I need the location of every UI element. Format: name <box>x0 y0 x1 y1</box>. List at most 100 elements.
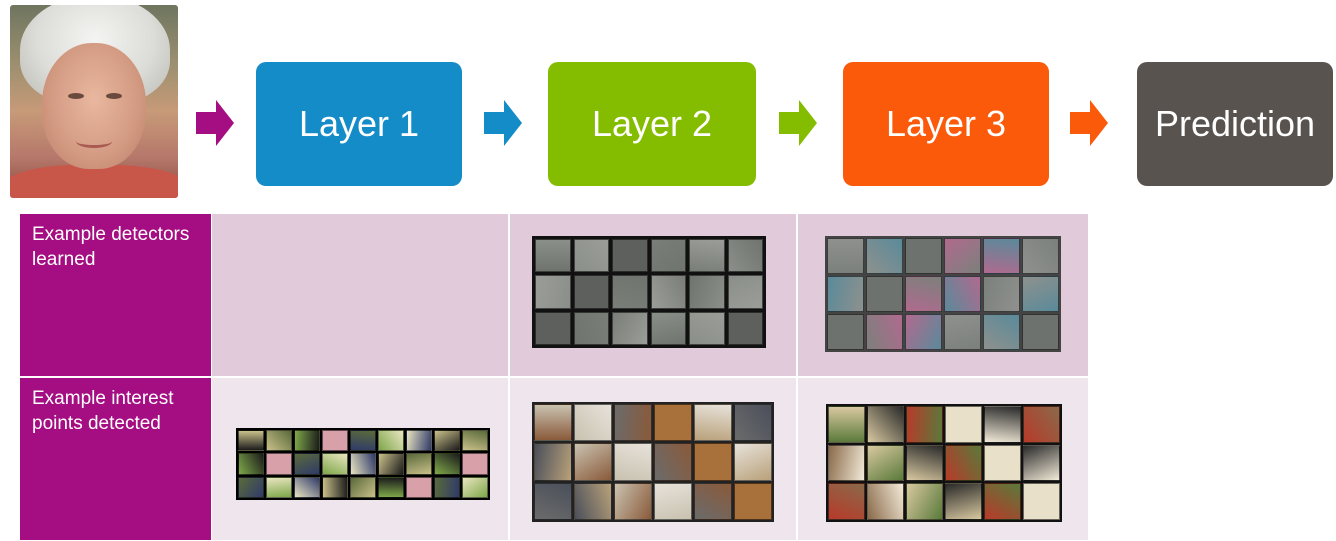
image-tile <box>905 314 942 350</box>
image-tile <box>906 483 943 520</box>
image-tile <box>867 406 904 443</box>
image-tile <box>694 404 732 442</box>
image-tile <box>727 275 763 309</box>
image-tile <box>654 482 692 520</box>
arrow-icon <box>484 100 522 146</box>
image-tile <box>462 476 488 498</box>
image-tile <box>294 430 320 452</box>
input-face-photo <box>10 5 178 198</box>
prediction-label: Prediction <box>1154 103 1316 144</box>
layer2-interest-patches-image <box>532 402 774 522</box>
image-tile <box>350 430 376 452</box>
image-tile <box>322 476 348 498</box>
image-tile <box>1022 314 1059 350</box>
layer-2-box: Layer 2 <box>548 62 756 186</box>
image-tile <box>1022 276 1059 312</box>
image-tile <box>612 311 648 345</box>
image-tile <box>944 238 981 274</box>
image-tile <box>238 476 264 498</box>
image-tile <box>734 482 772 520</box>
image-tile <box>614 404 652 442</box>
image-tile <box>828 483 865 520</box>
image-tile <box>406 476 432 498</box>
layer3-interest-patches-image <box>826 404 1062 522</box>
image-tile <box>734 404 772 442</box>
image-tile <box>322 453 348 475</box>
layer-3-box: Layer 3 <box>843 62 1049 186</box>
arrow-icon <box>779 100 817 146</box>
image-tile <box>867 444 904 482</box>
image-tile <box>906 406 943 443</box>
image-tile <box>573 311 609 345</box>
image-tile <box>945 444 982 482</box>
image-tile <box>654 404 692 442</box>
image-tile <box>574 482 612 520</box>
image-tile <box>294 453 320 475</box>
image-tile <box>434 453 460 475</box>
layer3-detector-filters-image <box>825 236 1061 352</box>
image-tile <box>984 483 1021 520</box>
image-tile <box>984 444 1021 482</box>
image-tile <box>535 275 571 309</box>
layer-3-label: Layer 3 <box>885 103 1007 144</box>
image-tile <box>689 275 725 309</box>
row-label-interest-points: Example interest points detected <box>20 378 211 540</box>
image-tile <box>734 443 772 481</box>
image-tile <box>827 238 864 274</box>
image-tile <box>689 311 725 345</box>
image-tile <box>906 444 943 482</box>
image-tile <box>378 430 404 452</box>
image-tile <box>945 406 982 443</box>
image-tile <box>866 238 903 274</box>
image-tile <box>945 483 982 520</box>
image-tile <box>612 275 648 309</box>
image-tile <box>378 476 404 498</box>
image-tile <box>406 453 432 475</box>
image-tile <box>827 276 864 312</box>
image-tile <box>614 482 652 520</box>
image-tile <box>238 453 264 475</box>
image-tile <box>406 430 432 452</box>
image-tile <box>867 483 904 520</box>
image-tile <box>378 453 404 475</box>
image-tile <box>266 430 292 452</box>
arrow-icon <box>196 100 234 146</box>
layer-1-label: Layer 1 <box>298 103 420 144</box>
image-tile <box>650 239 686 273</box>
image-tile <box>1023 406 1060 443</box>
layer-1-box: Layer 1 <box>256 62 462 186</box>
image-tile <box>350 453 376 475</box>
image-tile <box>689 239 725 273</box>
image-tile <box>322 430 348 452</box>
image-tile <box>612 239 648 273</box>
layer2-detector-filters-image <box>532 236 766 348</box>
image-tile <box>574 404 612 442</box>
image-tile <box>573 275 609 309</box>
image-tile <box>534 404 572 442</box>
image-tile <box>535 311 571 345</box>
image-tile <box>866 276 903 312</box>
row-label-detectors: Example detectors learned <box>20 214 211 376</box>
image-tile <box>535 239 571 273</box>
image-tile <box>827 314 864 350</box>
image-tile <box>654 443 692 481</box>
image-tile <box>944 276 981 312</box>
image-tile <box>944 314 981 350</box>
image-tile <box>266 476 292 498</box>
image-tile <box>462 430 488 452</box>
image-tile <box>828 406 865 443</box>
image-tile <box>434 476 460 498</box>
arrow-icon <box>1070 100 1108 146</box>
image-tile <box>238 430 264 452</box>
image-tile <box>350 476 376 498</box>
image-tile <box>294 476 320 498</box>
image-tile <box>266 453 292 475</box>
image-tile <box>727 239 763 273</box>
image-tile <box>727 311 763 345</box>
image-tile <box>462 453 488 475</box>
image-tile <box>614 443 652 481</box>
image-tile <box>1023 483 1060 520</box>
cell-layer1-detectors <box>212 214 508 376</box>
image-tile <box>650 311 686 345</box>
image-tile <box>434 430 460 452</box>
